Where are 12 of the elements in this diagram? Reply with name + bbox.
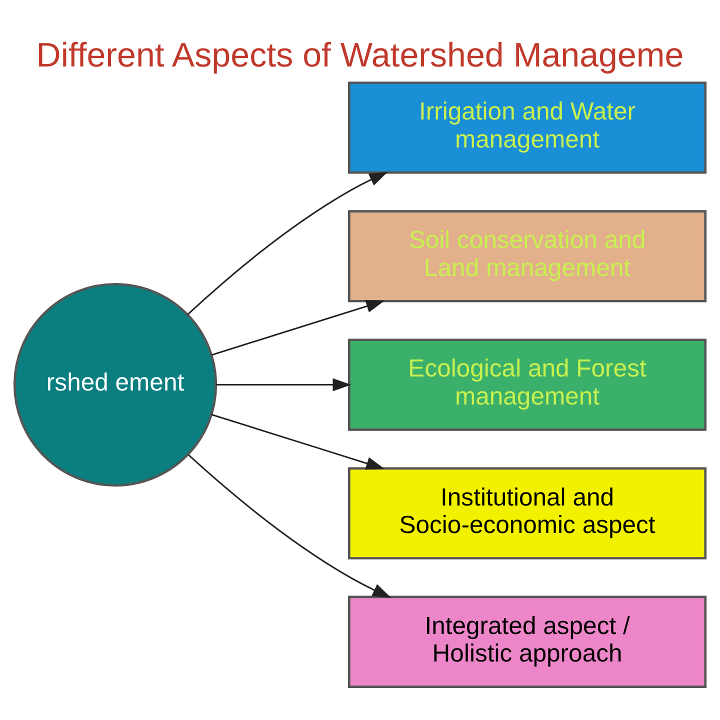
node-box: Soil conservation and Land management (348, 210, 707, 302)
node-box: Irrigation and Water management (348, 82, 707, 174)
diagram-title: Different Aspects of Watershed Manageme (36, 36, 684, 75)
arrow (188, 454, 392, 598)
arrow (211, 414, 385, 470)
node-box: Ecological and Forest management (348, 338, 707, 431)
node-box: Institutional and Socio-economic aspect (348, 467, 707, 560)
node-box: Integrated aspect / Holistic approach (348, 596, 707, 688)
arrow (216, 378, 352, 392)
node-circle: rshed ement (13, 282, 218, 487)
arrow (187, 172, 388, 315)
arrow (211, 300, 385, 356)
